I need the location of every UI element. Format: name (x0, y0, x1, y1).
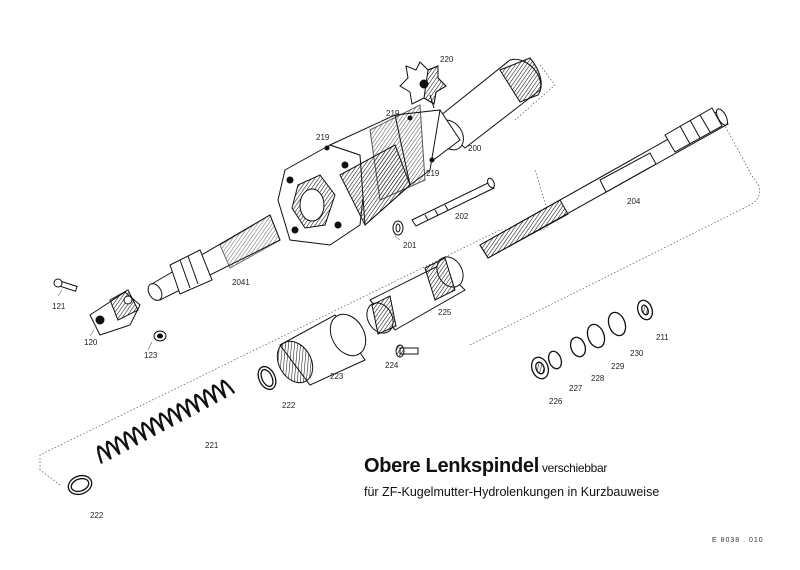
part-222-ring-upper (257, 365, 277, 391)
label-201: 201 (403, 241, 417, 250)
label-219-a: 219 (316, 133, 330, 142)
part-housing-flange (277, 104, 441, 246)
label-120: 120 (84, 338, 98, 347)
title-suffix: verschiebbar (541, 461, 608, 475)
part-222-ring-lower (67, 474, 93, 496)
label-227: 227 (569, 384, 583, 393)
title-main-text: Obere Lenkspindel (364, 455, 539, 477)
label-211: 211 (656, 333, 669, 342)
part-224-bolt (395, 344, 419, 358)
label-2041: 2041 (232, 278, 250, 287)
part-223-sleeve (276, 313, 367, 386)
leader-lines (57, 235, 401, 351)
part-221-spring (96, 379, 236, 464)
part-219-screws (324, 115, 435, 163)
label-220: 220 (440, 55, 454, 64)
drawing-subtitle: für ZF-Kugelmutter-Hydrolenkungen in Kur… (364, 485, 660, 499)
label-123: 123 (144, 351, 158, 360)
label-121: 121 (52, 302, 66, 311)
label-222-lower: 222 (90, 511, 104, 520)
label-228: 228 (591, 374, 605, 383)
label-224: 224 (385, 361, 399, 370)
label-204: 204 (627, 197, 641, 206)
label-230: 230 (630, 349, 644, 358)
part-220-star-knob (399, 61, 447, 109)
label-226: 226 (549, 397, 563, 406)
part-121-bolt (53, 278, 78, 292)
label-225: 225 (438, 308, 452, 317)
label-202: 202 (455, 212, 469, 221)
label-221: 221 (205, 441, 219, 450)
label-219-c: 219 (426, 169, 440, 178)
part-204-spindle (479, 107, 729, 259)
document-number: E 8038 . 010 (712, 537, 764, 544)
part-120-joint (89, 289, 141, 336)
part-ring-set (530, 299, 654, 380)
label-223: 223 (330, 372, 344, 381)
label-200: 200 (468, 144, 482, 153)
part-202-rod (411, 177, 495, 227)
label-229: 229 (611, 362, 625, 371)
label-222-upper: 222 (282, 401, 296, 410)
part-123-nut (153, 330, 167, 342)
part-2041-shaft (147, 214, 281, 301)
part-225-tube (366, 256, 466, 335)
label-219-b: 219 (386, 109, 400, 118)
part-201-ring (392, 220, 404, 236)
